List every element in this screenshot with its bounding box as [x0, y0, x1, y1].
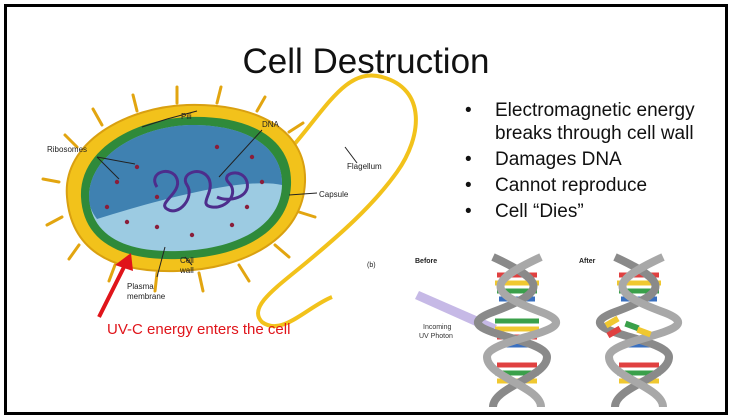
- dna-helix-before: [478, 257, 556, 407]
- after-label: After: [579, 258, 596, 265]
- dna-helix-after: [600, 257, 678, 407]
- dna-damage-diagram: Before After Incoming UV Photon: [7, 7, 725, 412]
- photon-label-2: UV Photon: [419, 333, 453, 340]
- before-label: Before: [415, 258, 437, 265]
- slide: Cell Destruction: [4, 4, 728, 415]
- photon-label-1: Incoming: [423, 324, 452, 331]
